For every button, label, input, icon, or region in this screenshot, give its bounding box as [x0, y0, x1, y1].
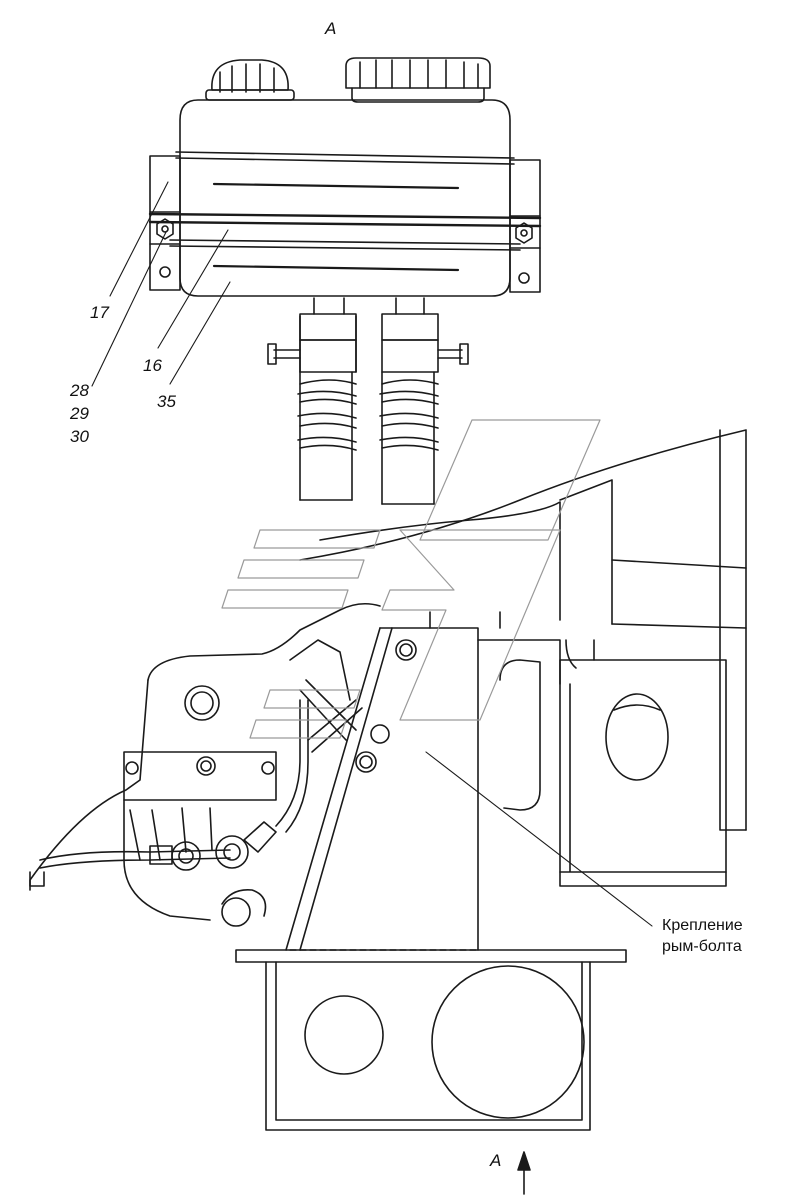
expansion-tank	[148, 57, 542, 297]
tank-strap-middle	[148, 212, 542, 228]
callout-17: 17	[90, 303, 109, 322]
cab-contour	[299, 429, 747, 831]
left-frame-bracket	[29, 602, 381, 891]
large-filler-cap	[345, 57, 491, 103]
small-filler-cap	[205, 59, 295, 101]
leader-lines	[91, 181, 653, 927]
watermark-logo-icon	[221, 419, 601, 739]
tank-rib	[212, 264, 460, 272]
eyebolt-base	[235, 949, 627, 1131]
eyebolt-mount-note: Крепление рым-болта	[662, 916, 743, 958]
hose-left	[267, 297, 357, 501]
eyebolt-note-line1: Крепление	[662, 917, 743, 934]
tank-strap-upper	[175, 151, 515, 165]
callout-29: 29	[70, 404, 89, 423]
tank-strap-lower	[169, 239, 521, 251]
callout-16: 16	[143, 356, 162, 375]
pipe-coupling	[29, 699, 309, 927]
callout-28: 28	[70, 381, 89, 400]
view-arrow-icon	[517, 1151, 531, 1195]
right-mounting-bracket	[509, 159, 541, 293]
left-mounting-bracket	[149, 155, 181, 291]
callout-35: 35	[157, 392, 176, 411]
view-label-top: A	[325, 19, 337, 38]
view-label-bottom: A	[490, 1151, 502, 1170]
tank-rib	[212, 182, 460, 190]
central-column	[285, 611, 561, 951]
hose-clip-bracket	[123, 751, 277, 921]
tank-body	[179, 99, 511, 297]
eyebolt-note-line2: рым-болта	[662, 937, 742, 955]
hose-right	[379, 297, 469, 505]
callout-30: 30	[70, 427, 89, 446]
right-box	[499, 639, 727, 887]
